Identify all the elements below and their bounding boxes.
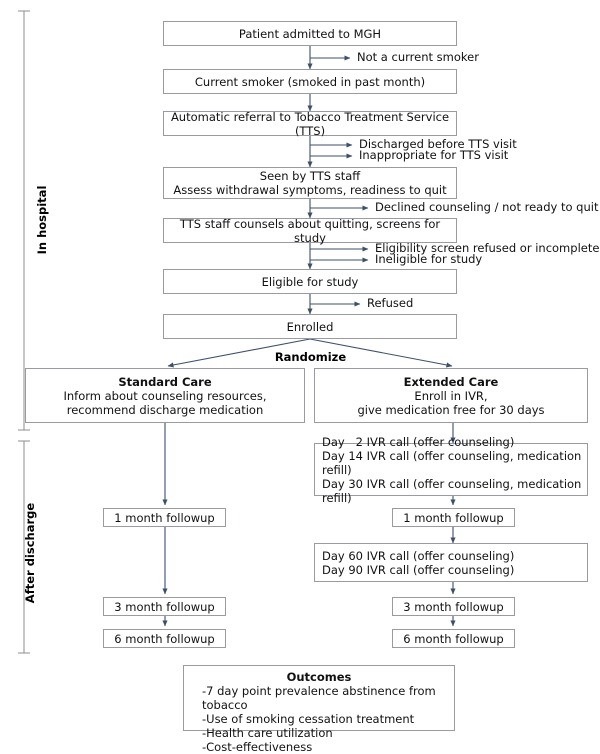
exclusion-ineligible-for-study: Ineligible for study — [375, 252, 483, 266]
exclusion-not-a-current-smoker: Not a current smoker — [357, 50, 479, 64]
node-label: 1 month followup — [403, 510, 504, 525]
arm-title: Standard Care — [118, 374, 212, 389]
outcome-item-health-care-utilization: -Health care utilization — [202, 726, 333, 740]
exclusion-refused: Refused — [367, 296, 414, 310]
node-extended-care-6-month-followup[interactable]: 6 month followup — [392, 629, 515, 648]
node-label-line1: Seen by TTS staff — [259, 169, 361, 183]
node-label: Automatic referral to Tobacco Treatment … — [170, 109, 450, 138]
phase-label-after-discharge: After discharge — [23, 502, 37, 604]
node-label: TTS staff counsels about quitting, scree… — [179, 216, 441, 245]
exclusion-declined-counseling: Declined counseling / not ready to quit — [375, 200, 599, 214]
node-label: 6 month followup — [403, 631, 504, 646]
node-standard-care-3-month-followup[interactable]: 3 month followup — [103, 597, 226, 616]
node-ivr-calls-late[interactable]: Day 60 IVR call (offer counseling) Day 9… — [314, 543, 588, 582]
node-standard-care-1-month-followup[interactable]: 1 month followup — [103, 508, 226, 527]
arm-line1: Inform about counseling resources, — [63, 388, 267, 403]
node-extended-care[interactable]: Extended Care Enroll in IVR, give medica… — [314, 368, 588, 423]
node-label-line2: Assess withdrawal symptoms, readiness to… — [173, 183, 447, 197]
node-standard-care-6-month-followup[interactable]: 6 month followup — [103, 629, 226, 648]
phase-label-in-hospital: In hospital — [35, 185, 49, 255]
node-tts-counsels[interactable]: TTS staff counsels about quitting, scree… — [163, 216, 457, 245]
node-label: Eligible for study — [261, 274, 359, 289]
node-label: 6 month followup — [114, 631, 215, 646]
ivr-line-day2: Day 2 IVR call (offer counseling) — [322, 434, 515, 449]
ivr-line-day60: Day 60 IVR call (offer counseling) — [322, 548, 515, 563]
node-enrolled[interactable]: Enrolled — [163, 314, 457, 339]
outcome-item-cost-effectiveness: -Cost-effectiveness — [202, 740, 313, 754]
ivr-line-day30: Day 30 IVR call (offer counseling, medic… — [322, 476, 582, 505]
arm-line2: give medication free for 30 days — [357, 402, 545, 417]
randomize-label: Randomize — [274, 350, 347, 364]
node-seen-by-tts-staff[interactable]: Seen by TTS staff Assess withdrawal symp… — [163, 167, 457, 199]
node-ivr-calls-early[interactable]: Day 2 IVR call (offer counseling) Day 14… — [314, 435, 588, 505]
node-eligible-for-study[interactable]: Eligible for study — [163, 269, 457, 294]
node-standard-care[interactable]: Standard Care Inform about counseling re… — [25, 368, 305, 423]
node-current-smoker[interactable]: Current smoker (smoked in past month) — [163, 69, 457, 94]
arm-title: Extended Care — [403, 374, 499, 389]
node-label: Patient admitted to MGH — [238, 26, 382, 41]
node-label: Current smoker (smoked in past month) — [194, 74, 426, 89]
node-outcomes[interactable]: Outcomes -7 day point prevalence abstine… — [183, 665, 455, 754]
outcomes-title: Outcomes — [286, 670, 352, 684]
ivr-line-day90: Day 90 IVR call (offer counseling) — [322, 562, 515, 577]
node-automatic-referral[interactable]: Automatic referral to Tobacco Treatment … — [163, 109, 457, 138]
outcome-item-cessation-treatment: -Use of smoking cessation treatment — [202, 712, 415, 726]
outcome-item-abstinence: -7 day point prevalence abstinence from … — [202, 684, 436, 712]
node-label: 1 month followup — [114, 510, 215, 525]
exclusion-discharged-before-tts-visit: Discharged before TTS visit — [359, 137, 517, 151]
node-extended-care-1-month-followup[interactable]: 1 month followup — [392, 508, 515, 527]
node-label: 3 month followup — [114, 599, 215, 614]
arm-line1: Enroll in IVR, — [414, 388, 488, 403]
node-extended-care-3-month-followup[interactable]: 3 month followup — [392, 597, 515, 616]
node-label: 3 month followup — [403, 599, 504, 614]
ivr-line-day14: Day 14 IVR call (offer counseling, medic… — [322, 448, 582, 477]
node-patient-admitted[interactable]: Patient admitted to MGH — [163, 21, 457, 46]
node-label: Enrolled — [286, 319, 334, 334]
arm-line2: recommend discharge medication — [66, 402, 264, 417]
exclusion-inappropriate-for-tts-visit: Inappropriate for TTS visit — [359, 148, 509, 162]
exclusion-eligibility-screen-refused: Eligibility screen refused or incomplete — [375, 241, 600, 255]
